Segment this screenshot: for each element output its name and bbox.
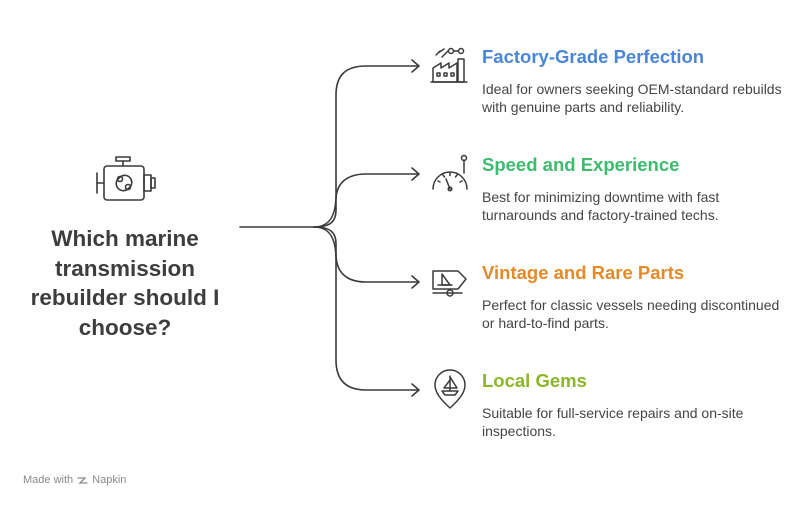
connector-to-option-3: [313, 226, 419, 283]
connector-to-option-4: [313, 226, 419, 391]
connector-to-option-1: [313, 65, 419, 228]
boat-trailer-icon: [432, 270, 467, 297]
factory-icon: [430, 47, 468, 83]
arrowhead-option-3: [411, 275, 420, 289]
napkin-brand-label: Napkin: [92, 474, 127, 486]
napkin-logo-icon: [77, 476, 88, 484]
main-question: Which marine transmission rebuilder shou…: [30, 226, 220, 340]
connector-to-option-2: [313, 173, 419, 228]
sailboat-location-icon: [434, 369, 466, 409]
made-with-napkin-footer: Made with Napkin: [23, 473, 126, 487]
option-title: Vintage and Rare Parts: [482, 262, 685, 283]
option-description: Best for minimizing downtime with fast t…: [482, 189, 720, 223]
option-description: Suitable for full-service repairs and on…: [482, 405, 744, 439]
engine-icon: [96, 156, 156, 201]
arrowhead-option-1: [411, 59, 420, 73]
option-title: Speed and Experience: [482, 154, 680, 175]
speedometer-icon: [432, 154, 468, 192]
option-description: Perfect for classic vessels needing disc…: [482, 297, 780, 331]
arrowhead-option-2: [411, 167, 420, 181]
option-description: Ideal for owners seeking OEM-standard re…: [482, 81, 782, 115]
made-with-label: Made with: [23, 474, 74, 486]
option-title: Factory-Grade Perfection: [482, 46, 705, 67]
option-title: Local Gems: [482, 370, 587, 391]
arrowhead-option-4: [411, 383, 420, 397]
